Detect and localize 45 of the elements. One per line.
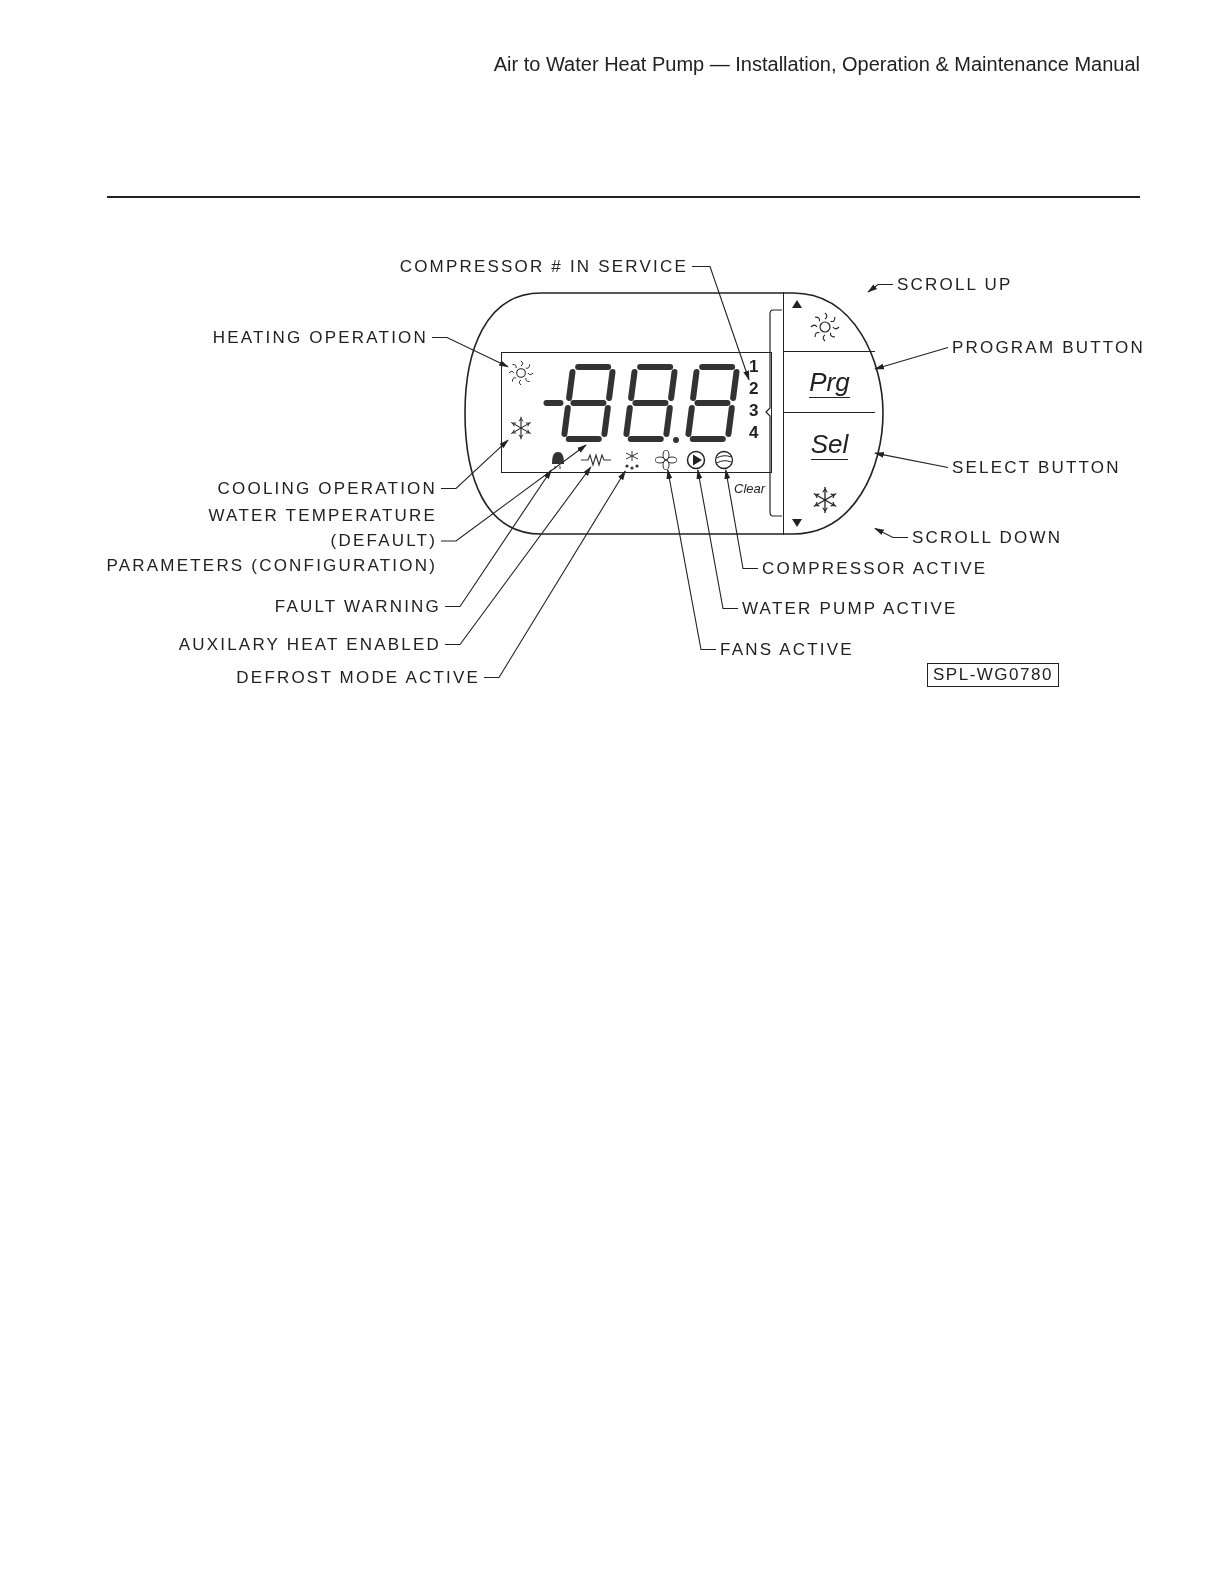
scroll-up-button — [783, 292, 875, 352]
callout-label: SCROLL DOWN — [912, 525, 1063, 550]
callout-label: COMPRESSOR ACTIVE — [762, 556, 988, 581]
housing-outline — [463, 292, 885, 535]
callout-label: FANS ACTIVE — [720, 637, 854, 662]
leader-line — [431, 336, 509, 368]
sun-icon — [508, 360, 534, 386]
page-title: Air to Water Heat Pump — Installation, Operation & Maintenance Manual — [493, 53, 1140, 76]
callout-label: PARAMETERS (CONFIGURATION) — [106, 555, 437, 577]
select-button: Sel — [783, 413, 875, 475]
callout-label: WATER TEMPERATURE (DEFAULT) — [207, 505, 437, 552]
leader-line — [444, 466, 592, 646]
compressor-icon — [714, 450, 734, 470]
leader-line — [874, 451, 949, 469]
callout-label: SELECT BUTTON — [952, 455, 1121, 480]
pump-icon — [686, 450, 706, 470]
leader-line — [867, 283, 894, 293]
resistor-icon — [581, 453, 611, 467]
leader-line — [440, 444, 587, 542]
callout-label: SCROLL UP — [897, 272, 1013, 297]
bell-icon — [549, 450, 567, 470]
callout-label: AUXILARY HEAT ENABLED — [178, 632, 441, 657]
leader-line — [724, 469, 759, 570]
callout-label: FAULT WARNING — [274, 594, 441, 619]
leader-line — [874, 527, 909, 539]
program-button: Prg — [783, 352, 875, 413]
callout-label: HEATING OPERATION — [212, 325, 428, 350]
callout-label: WATER PUMP ACTIVE — [742, 596, 958, 621]
leader-line — [483, 470, 626, 679]
compressor-numbers: 1 2 3 4 — [749, 356, 763, 444]
drawing-number: SPL-WG0780 — [927, 663, 1059, 687]
leader-line — [666, 469, 717, 651]
callout-label: COOLING OPERATION — [217, 476, 437, 501]
leader-line — [874, 346, 949, 370]
leader-line — [444, 469, 552, 608]
snowflake-icon — [508, 415, 534, 441]
callout-label: DEFROST MODE ACTIVE — [236, 665, 480, 690]
callout-label: COMPRESSOR # IN SERVICE — [399, 254, 688, 279]
callout-label: PROGRAM BUTTON — [952, 335, 1145, 360]
lcd-window — [501, 352, 772, 473]
fan-icon — [655, 450, 677, 470]
leader-line — [440, 439, 509, 490]
clear-label: Clear — [734, 481, 766, 496]
leader-line — [691, 265, 750, 381]
leader-line — [696, 469, 739, 610]
